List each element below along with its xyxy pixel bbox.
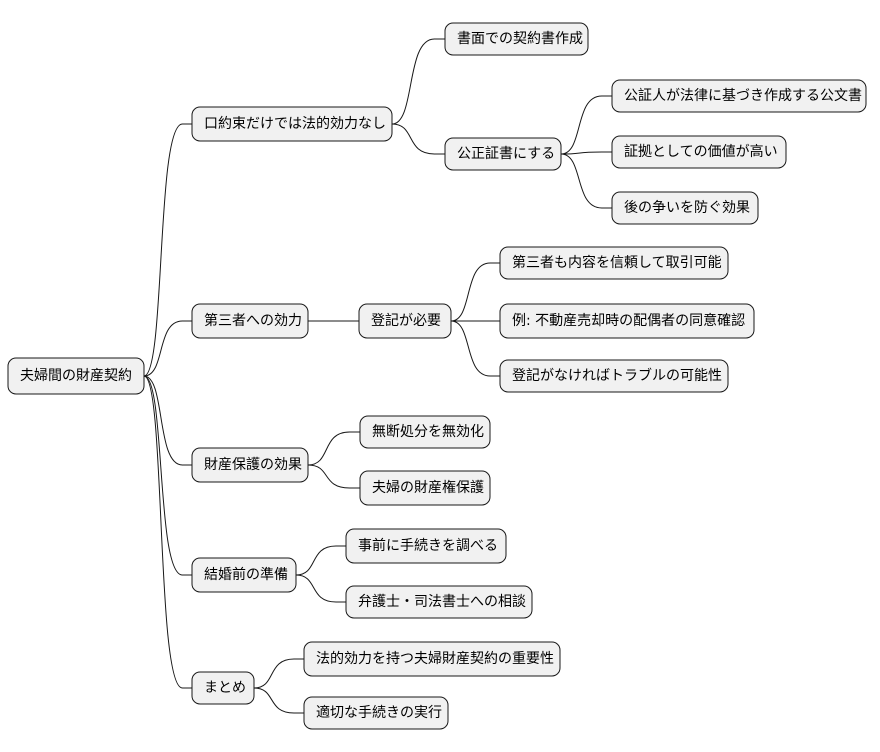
node-2-1-label: 夫婦の財産権保護 <box>372 479 484 496</box>
node-1-0-label: 登記が必要 <box>371 312 441 329</box>
node-0: 口約束だけでは法的効力なし <box>191 106 393 142</box>
node-0-1-0-label: 公証人が法律に基づき作成する公文書 <box>624 87 862 104</box>
node-3-1: 弁護士・司法書士への相談 <box>345 585 533 619</box>
edge-3-to-3-0 <box>295 545 346 576</box>
node-4-1: 適切な手続きの実行 <box>303 696 449 730</box>
node-0-1-0-box <box>611 79 867 113</box>
node-0-box <box>191 106 393 142</box>
node-3-0-box <box>345 528 507 564</box>
node-1-0-2: 登記がなければトラブルの可能性 <box>499 359 729 393</box>
node-1-label: 第三者への効力 <box>204 312 302 329</box>
edge-root-to-0 <box>143 123 192 377</box>
node-1-0-0-label: 第三者も内容を信頼して取引可能 <box>512 254 722 271</box>
node-3-1-label: 弁護士・司法書士への相談 <box>358 594 526 610</box>
node-1-0-1: 例: 不動産売却時の配偶者の同意確認 <box>499 303 755 339</box>
node-2-0-label: 無断処分を無効化 <box>372 424 484 440</box>
node-1-0-2-label: 登記がなければトラブルの可能性 <box>512 367 722 384</box>
edge-0-to-0-1 <box>391 123 445 155</box>
node-1-0-box <box>358 303 452 339</box>
node-3: 結婚前の準備 <box>191 557 297 593</box>
node-3-box <box>191 557 297 593</box>
root-node: 夫婦間の財産契約 <box>7 357 145 395</box>
edge-3-to-3-1 <box>295 574 346 603</box>
node-4-0-label: 法的効力を持つ夫婦財産契約の重要性 <box>316 650 554 667</box>
edge-0-1-to-0-1-2 <box>560 153 612 209</box>
edge-4-to-4-0 <box>253 658 304 689</box>
node-3-label: 結婚前の準備 <box>204 566 288 583</box>
root-node-box <box>7 357 145 395</box>
node-0-1-1-label: 証拠としての価値が高い <box>624 143 778 160</box>
node-0-1-1-box <box>611 135 787 169</box>
edge-2-to-2-1 <box>307 464 360 489</box>
node-0-1-2-label: 後の争いを防ぐ効果 <box>624 200 750 216</box>
edge-root-to-3 <box>143 375 192 576</box>
node-0-1-0: 公証人が法律に基づき作成する公文書 <box>611 79 867 113</box>
node-0-1-2: 後の争いを防ぐ効果 <box>611 191 759 225</box>
node-2-box <box>191 447 309 483</box>
mindmap-edges <box>143 38 612 714</box>
node-4-1-label: 適切な手続きの実行 <box>316 704 442 721</box>
edge-0-1-to-0-1-0 <box>560 95 612 155</box>
edge-root-to-1 <box>143 320 192 377</box>
node-0-0-label: 書面での契約書作成 <box>457 31 583 47</box>
node-2-0: 無断処分を無効化 <box>359 415 491 449</box>
node-0-0-box <box>444 22 589 56</box>
node-2-1-box <box>359 470 491 506</box>
node-2-label: 財産保護の効果 <box>204 457 302 473</box>
node-3-1-box <box>345 585 533 619</box>
node-4: まとめ <box>191 671 255 705</box>
edge-root-to-4 <box>143 375 192 689</box>
node-3-0-label: 事前に手続きを調べる <box>358 537 498 554</box>
node-0-1-1: 証拠としての価値が高い <box>611 135 787 169</box>
node-1-0-2-box <box>499 359 729 393</box>
node-4-0: 法的効力を持つ夫婦財産契約の重要性 <box>303 641 561 677</box>
node-1: 第三者への効力 <box>191 303 309 339</box>
edge-0-to-0-0 <box>391 38 445 125</box>
node-1-0-1-box <box>499 303 755 339</box>
node-1-box <box>191 303 309 339</box>
node-4-1-box <box>303 696 449 730</box>
edge-1-0-to-1-0-0 <box>450 262 500 322</box>
edge-root-to-2 <box>143 375 192 466</box>
node-0-label: 口約束だけでは法的効力なし <box>204 116 386 132</box>
node-3-0: 事前に手続きを調べる <box>345 528 507 564</box>
node-0-1-box <box>444 137 562 171</box>
node-2-0-box <box>359 415 491 449</box>
node-4-label: まとめ <box>204 680 246 696</box>
root-node-label: 夫婦間の財産契約 <box>20 367 132 384</box>
edge-2-to-2-0 <box>307 431 360 466</box>
node-1-0: 登記が必要 <box>358 303 452 339</box>
node-2-1: 夫婦の財産権保護 <box>359 470 491 506</box>
edge-4-to-4-1 <box>253 687 304 714</box>
node-1-0-0-box <box>499 246 729 280</box>
node-4-0-box <box>303 641 561 677</box>
node-2: 財産保護の効果 <box>191 447 309 483</box>
node-4-box <box>191 671 255 705</box>
edge-1-0-to-1-0-2 <box>450 320 500 377</box>
node-0-0: 書面での契約書作成 <box>444 22 589 56</box>
node-0-1-label: 公正証書にする <box>457 146 555 162</box>
node-1-0-0: 第三者も内容を信頼して取引可能 <box>499 246 729 280</box>
node-1-0-1-label: 例: 不動産売却時の配偶者の同意確認 <box>512 312 745 329</box>
edge-0-1-to-0-1-1 <box>560 151 612 155</box>
node-0-1: 公正証書にする <box>444 137 562 171</box>
node-0-1-2-box <box>611 191 759 225</box>
